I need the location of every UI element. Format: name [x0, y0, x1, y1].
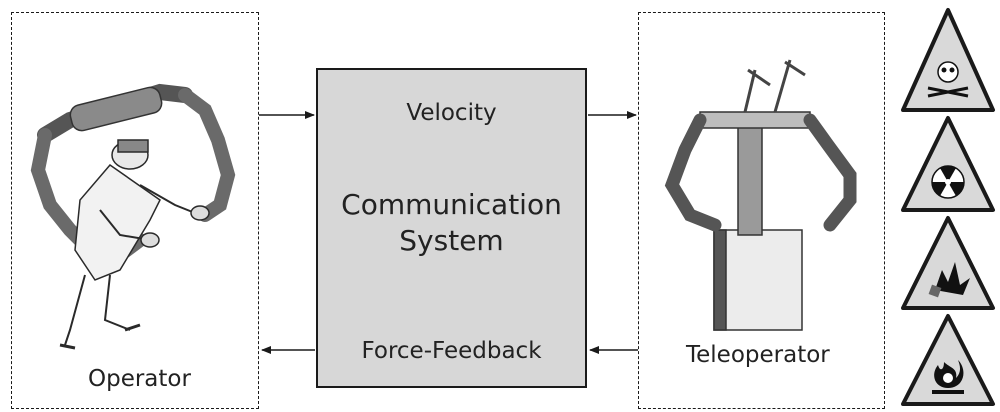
- teleoperator-label: Teleoperator: [686, 342, 830, 368]
- communication-system-box: Velocity Communication System Force-Feed…: [316, 68, 587, 388]
- force-feedback-label: Force-Feedback: [361, 338, 542, 364]
- operator-label: Operator: [88, 366, 191, 392]
- communication-system-title: Communication System: [318, 187, 585, 259]
- radiation-icon: [901, 116, 995, 212]
- operator-panel: [11, 12, 259, 409]
- communication-title-line2: System: [399, 224, 504, 257]
- communication-title-line1: Communication: [341, 188, 562, 221]
- teleoperator-panel: [638, 12, 885, 409]
- velocity-label: Velocity: [406, 100, 497, 126]
- skull-crossbones-icon: [901, 8, 995, 112]
- teleoperator-robot-illustration: [664, 59, 857, 331]
- explosive-icon: [901, 216, 995, 310]
- flammable-icon: [901, 314, 995, 406]
- operator-exoskeleton-illustration: [30, 83, 236, 350]
